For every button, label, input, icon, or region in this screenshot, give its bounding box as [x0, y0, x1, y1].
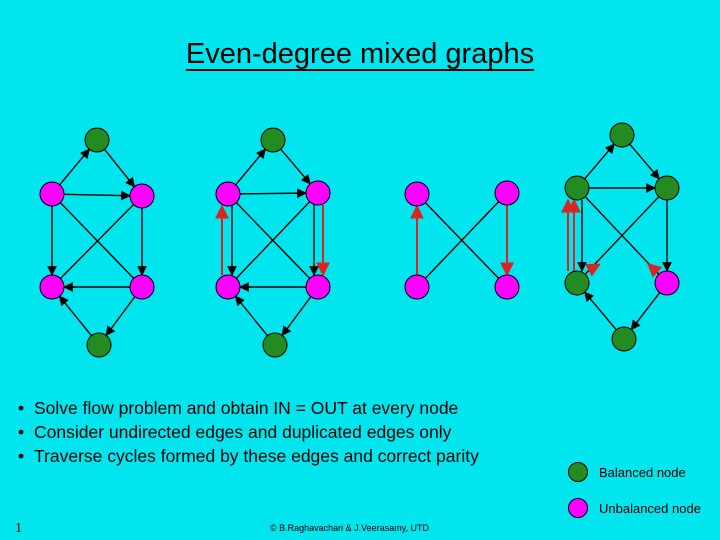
balanced-node — [654, 175, 680, 201]
undirected-edge — [424, 201, 500, 279]
footer-credit: © B.Raghavachari & J.Veerasamy, UTD — [270, 523, 430, 533]
unbalanced-node — [305, 274, 331, 300]
undirected-edge — [59, 202, 135, 279]
balanced-node — [564, 270, 590, 296]
balanced-node-swatch — [568, 462, 588, 482]
corrected-edge — [647, 262, 663, 278]
legend-balanced-label: Balanced node — [599, 465, 686, 480]
balanced-node — [262, 332, 288, 358]
unbalanced-node — [404, 181, 430, 207]
directed-edge — [239, 188, 307, 199]
unbalanced-node — [654, 270, 680, 296]
directed-edge — [281, 296, 312, 337]
bullet-item: Solve flow problem and obtain IN = OUT a… — [18, 396, 479, 420]
slide-title: Even-degree mixed graphs — [185, 38, 535, 70]
undirected-edge — [235, 201, 311, 279]
unbalanced-node — [39, 181, 65, 207]
directed-edge — [58, 295, 92, 337]
directed-edge — [584, 291, 617, 331]
directed-edge — [630, 292, 661, 331]
bullet-item: Traverse cycles formed by these edges an… — [18, 444, 479, 468]
balanced-node — [84, 127, 110, 153]
directed-edge — [584, 143, 615, 180]
directed-edge — [234, 295, 268, 337]
corrected-edge — [585, 263, 601, 277]
directed-edge — [59, 148, 90, 186]
directed-edge — [280, 148, 311, 185]
unbalanced-node-swatch — [568, 498, 588, 518]
directed-edge — [629, 143, 660, 180]
balanced-node — [260, 127, 286, 153]
unbalanced-node — [129, 274, 155, 300]
unbalanced-node — [39, 274, 65, 300]
directed-edge — [103, 148, 136, 188]
unbalanced-node — [494, 274, 520, 300]
directed-edge — [63, 190, 131, 201]
unbalanced-node — [494, 180, 520, 206]
legend-unbalanced-label: Unbalanced node — [599, 501, 701, 516]
balanced-node — [564, 175, 590, 201]
unbalanced-node — [404, 274, 430, 300]
directed-edge — [235, 148, 266, 186]
unbalanced-node — [305, 180, 331, 206]
balanced-node — [86, 332, 112, 358]
undirected-edge — [584, 196, 660, 275]
balanced-node — [611, 326, 637, 352]
bullet-list: Solve flow problem and obtain IN = OUT a… — [18, 396, 479, 468]
unbalanced-node — [215, 274, 241, 300]
balanced-node — [609, 122, 635, 148]
page-number: 1 — [15, 521, 22, 536]
unbalanced-node — [129, 183, 155, 209]
directed-edge — [105, 296, 136, 337]
unbalanced-node — [215, 181, 241, 207]
undirected-edge — [59, 204, 135, 279]
bullet-item: Consider undirected edges and duplicated… — [18, 420, 479, 444]
